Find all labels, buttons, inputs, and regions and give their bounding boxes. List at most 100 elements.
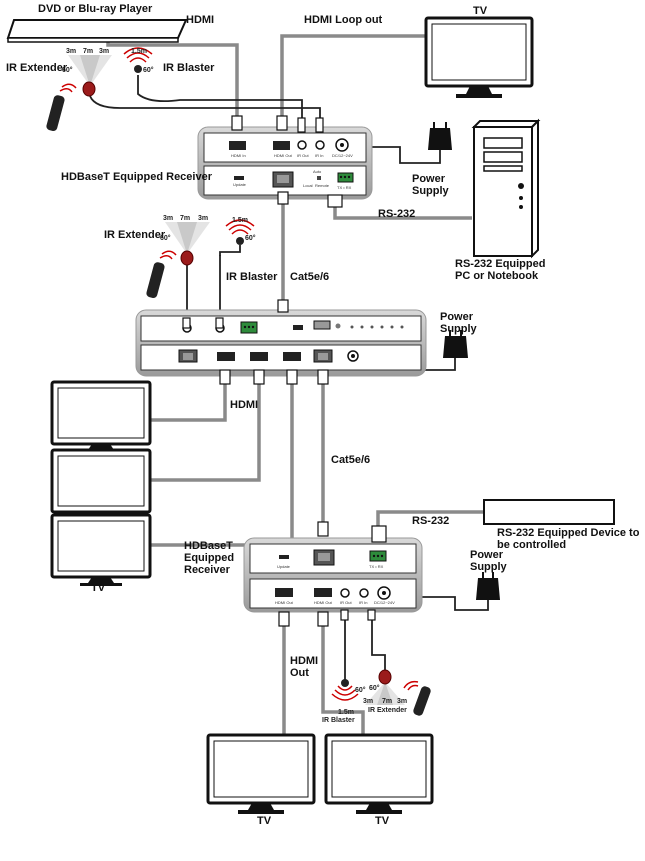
connectors-rx1: [231, 115, 343, 208]
ir-blaster-mid-label: IR Blaster: [226, 271, 278, 283]
rx1-ir-in-port-label: IR In: [315, 153, 323, 158]
power-adapter-bottom: [476, 572, 500, 600]
range-1-5m-a: 1.5m: [131, 48, 147, 55]
rx2-hdmi-out-a-label: HDMI Out: [275, 600, 294, 605]
rx1-dc-port-label: DC/12~24V: [332, 153, 353, 158]
dvd-player: [6, 19, 188, 43]
cat5e-mid-label: Cat5e/6: [331, 454, 370, 466]
hdmi-cable-tv3: [150, 375, 294, 547]
rx1-hdmi-in-port-label: HDMI In: [231, 153, 246, 158]
rx2-ir-in-label: IR In: [359, 600, 367, 605]
rx2-update-port-label: Update: [277, 564, 291, 569]
tv-top-label: TV: [473, 5, 488, 17]
hdmi-cable-tv1: [150, 375, 227, 422]
ir-blaster-top-label: IR Blaster: [163, 62, 215, 74]
receiver-top: [197, 126, 373, 200]
range-1-5m-c: 1.5m: [338, 709, 354, 716]
ir-extender-bottom-label: IR Extender: [368, 707, 407, 714]
power-adapter-mid: [443, 330, 468, 358]
angle-60-a: 60°: [62, 66, 73, 74]
tv-left-3: [50, 513, 152, 586]
hdmi-mid-label: HDMI: [230, 399, 258, 411]
range-3m-d: 3m: [198, 215, 208, 222]
ir-extender-wire-bottom: [371, 612, 386, 672]
ir-extender-mid-label: IR Extender: [104, 229, 166, 241]
ir-extender-top-label: IR Extender: [6, 62, 68, 74]
cat5e-top-label: Cat5e/6: [290, 271, 329, 283]
angle-60-d: 60°: [245, 234, 256, 242]
tv-bottom-left-label: TV: [257, 815, 272, 827]
connectors-tx: [182, 299, 329, 385]
ir-blaster-bottom-label: IR Blaster: [322, 717, 355, 724]
rx1-remote-label: Remote: [315, 183, 330, 188]
range-1-5m-b: 1.5m: [232, 217, 248, 224]
ir-blaster-bottom: [331, 679, 359, 701]
dvd-player-label: DVD or Blu-ray Player: [38, 3, 153, 15]
ir-extender-bottom: [365, 669, 405, 705]
hdbaset-transmitter: [135, 309, 427, 377]
hdmi-loop-cable: [280, 34, 426, 120]
power-wire-bottom: [420, 596, 489, 611]
rs232-top-label: RS-232: [378, 208, 415, 220]
range-3m-a: 3m: [66, 48, 76, 55]
hdmi-cable-tv-br: [321, 625, 365, 735]
ir-extender-mid: [165, 222, 210, 266]
rx1-txrx-label: TX • RX: [337, 185, 352, 190]
rx2-hdmi-out-b-label: HDMI Out: [314, 600, 333, 605]
rs232-device: [483, 499, 615, 525]
range-7m-b: 7m: [180, 215, 190, 222]
tv-bottom-left: [206, 733, 316, 814]
rs232-bottom-label: RS-232: [412, 515, 449, 527]
tv-left-2: [50, 448, 152, 517]
rx1-update-port-label: Update: [233, 182, 247, 187]
range-3m-b: 3m: [99, 48, 109, 55]
rx1-hdmi-out-port-label: HDMI Out: [274, 153, 293, 158]
angle-60-b: 60°: [143, 66, 154, 74]
receiver-top-label: HDBaseT Equipped Receiver: [61, 171, 213, 183]
range-7m-a: 7m: [83, 48, 93, 55]
range-7m-c: 7m: [382, 698, 392, 705]
ir-blaster-wire-top: [137, 75, 303, 122]
pc-tower: [471, 118, 541, 259]
power-adapter-top: [428, 122, 452, 150]
rx1-local-label: Local: [303, 183, 313, 188]
receiver-bottom: [243, 537, 423, 613]
tv-bottom-right-label: TV: [375, 815, 390, 827]
remote-control-top: [46, 83, 77, 132]
ir-blaster-top: [123, 47, 153, 73]
power-wire-top: [365, 146, 441, 164]
remote-control-bottom: [403, 680, 431, 716]
rx1-ir-out-port-label: IR Out: [297, 153, 309, 158]
range-3m-e: 3m: [363, 698, 373, 705]
hdmi-top-label: HDMI: [186, 14, 214, 26]
tv-left-label: TV: [91, 582, 106, 594]
ir-blaster-mid: [219, 219, 255, 256]
rx2-txrx-label: TX • RX: [369, 564, 384, 569]
ir-extender-wire-top: [89, 95, 321, 122]
rx1-auto-label: Auto: [313, 169, 322, 174]
rx2-ir-out-label: IR Out: [340, 600, 352, 605]
ir-extender-top: [68, 55, 112, 97]
hdmi-loop-out-label: HDMI Loop out: [304, 14, 383, 26]
tv-bottom-right: [324, 733, 434, 814]
angle-60-f: 60°: [369, 684, 380, 692]
hdmi-cable-tv2: [150, 375, 261, 482]
tv-top: [424, 16, 534, 98]
remote-control-mid: [146, 250, 177, 299]
range-3m-f: 3m: [397, 698, 407, 705]
angle-60-e: 60°: [355, 686, 366, 694]
tv-left-1: [50, 380, 152, 453]
angle-60-c: 60°: [160, 234, 171, 242]
rs232-cable-bottom: [376, 510, 484, 530]
rx2-dc-label: DC/12~24V: [374, 600, 395, 605]
connectors-rx2: [278, 521, 387, 627]
range-3m-c: 3m: [163, 215, 173, 222]
